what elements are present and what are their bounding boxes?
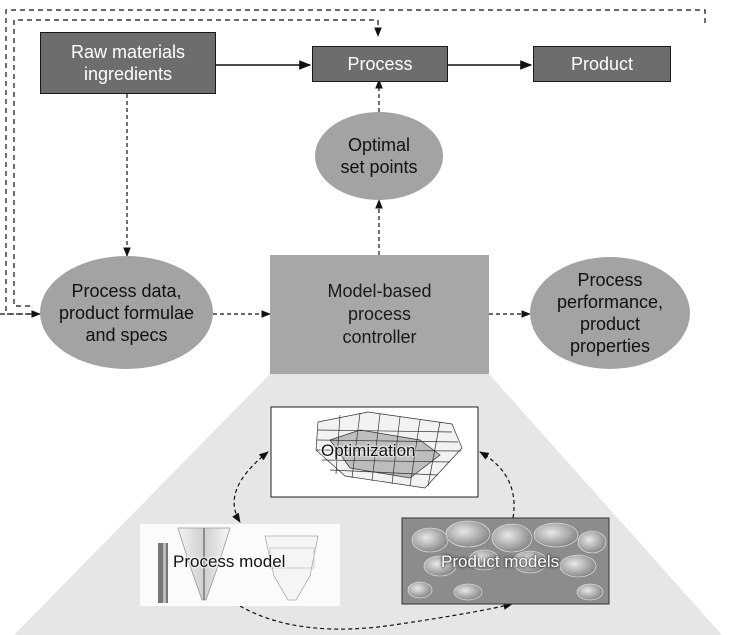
raw-materials-box: Raw materials ingredients — [40, 32, 216, 94]
feedback-loop-inner — [13, 19, 382, 307]
set-points-ellipse: Optimal set points — [315, 112, 443, 200]
arrow-product-to-optimization — [479, 451, 515, 519]
particle-micrograph-graphic — [407, 520, 607, 601]
process-data-ellipse: Process data, product formulae and specs — [40, 256, 213, 369]
controller-label: Model-based process controller — [327, 281, 432, 347]
product-models-label: Product models — [441, 552, 560, 571]
performance-label: Process performance, product properties — [556, 270, 664, 356]
optimization-surface-graphic — [315, 411, 463, 489]
optimization-label: Optimization — [321, 441, 416, 460]
arrow-process-to-product-model — [239, 602, 513, 630]
process-label: Process — [347, 54, 413, 74]
process-box: Process — [312, 46, 448, 82]
controller-box: Model-based process controller — [270, 255, 489, 374]
product-box: Product — [533, 46, 671, 82]
process-equipment-graphic — [158, 527, 319, 603]
process-data-label: Process data, product formulae and specs — [58, 280, 195, 345]
feedback-loop-outer — [5, 9, 706, 315]
performance-ellipse: Process performance, product properties — [530, 257, 690, 369]
raw-materials-label: Raw materials ingredients — [70, 42, 186, 84]
process-model-label: Process model — [173, 552, 286, 571]
set-points-label: Optimal set points — [340, 135, 418, 177]
product-label: Product — [570, 54, 634, 74]
